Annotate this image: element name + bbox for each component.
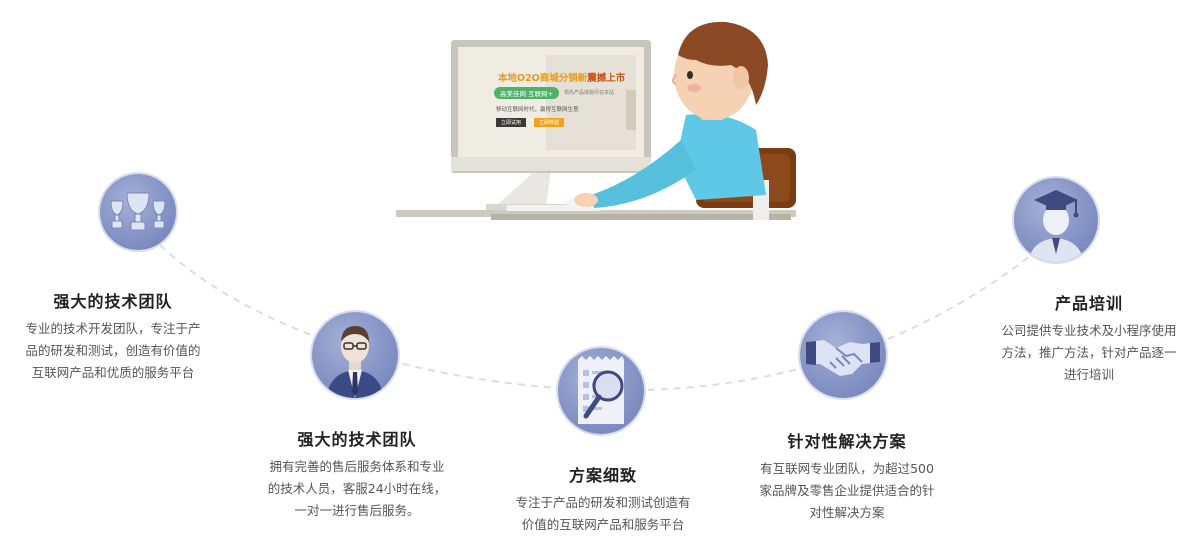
feature-desc: 专业的技术开发团队，专注于产 品的研发和测试，创造有价值的 互联网产品和优质的服… [25, 321, 201, 380]
feature-tech-team: 强大的技术团队 专业的技术开发团队，专注于产 品的研发和测试，创造有价值的 互联… [2, 288, 224, 384]
feature-desc: 公司提供专业技术及小程序使用 方法，推广方法，针对产品逐一 进行培训 [1001, 323, 1177, 382]
graduate-icon [1014, 178, 1098, 262]
screen-button-dark[interactable]: 立即试用 [496, 118, 527, 127]
magnifier-document-icon [558, 348, 644, 434]
feature-targeted-solutions: 针对性解决方案 有互联网专业团队，为超过500 家品牌及零售企业提供适合的针 对… [736, 428, 958, 524]
feature-title: 强大的技术团队 [297, 430, 417, 449]
monitor-screen: 本地O2O商城分销新震撼上市 高美佳网 互联网+ 领先产品体验尽在本站 移动互联… [464, 50, 634, 145]
trophy-icon [100, 174, 176, 250]
feature-desc: 拥有完善的售后服务体系和专业 的技术人员，客服24小时在线， 一对一进行售后服务… [267, 459, 447, 518]
screen-button-orange[interactable]: 立即体验 [534, 118, 565, 127]
feature-desc: 有互联网专业团队，为超过500 家品牌及零售企业提供适合的针 对性解决方案 [759, 461, 935, 520]
feature-title: 针对性解决方案 [787, 432, 907, 451]
feature-desc: 专注于产品的研发和测试创造有 价值的互联网产品和服务平台 [515, 495, 691, 532]
feature-product-training: 产品培训 公司提供专业技术及小程序使用 方法，推广方法，针对产品逐一 进行培训 [978, 290, 1200, 386]
feature-detailed-plan: 方案细致 专注于产品的研发和测试创造有 价值的互联网产品和服务平台 [492, 462, 714, 536]
hero-illustration [396, 20, 806, 220]
feature-title: 产品培训 [1054, 294, 1123, 313]
screen-pill: 高美佳网 互联网+ [494, 87, 560, 99]
businessman-icon [312, 312, 398, 398]
screen-headline-accent: 震撼上市 [587, 73, 626, 84]
handshake-icon [800, 312, 886, 398]
screen-small-note: 领先产品体验尽在本站 [564, 90, 615, 96]
feature-after-sales-team: 强大的技术团队 拥有完善的售后服务体系和专业 的技术人员，客服24小时在线， 一… [246, 426, 468, 522]
screen-subline: 移动互联网时代，赢得互联网生意 [496, 107, 579, 113]
feature-title: 强大的技术团队 [53, 292, 173, 311]
feature-title: 方案细致 [568, 466, 637, 485]
screen-headline: 本地O2O商城分销新震撼上市 [498, 73, 626, 84]
